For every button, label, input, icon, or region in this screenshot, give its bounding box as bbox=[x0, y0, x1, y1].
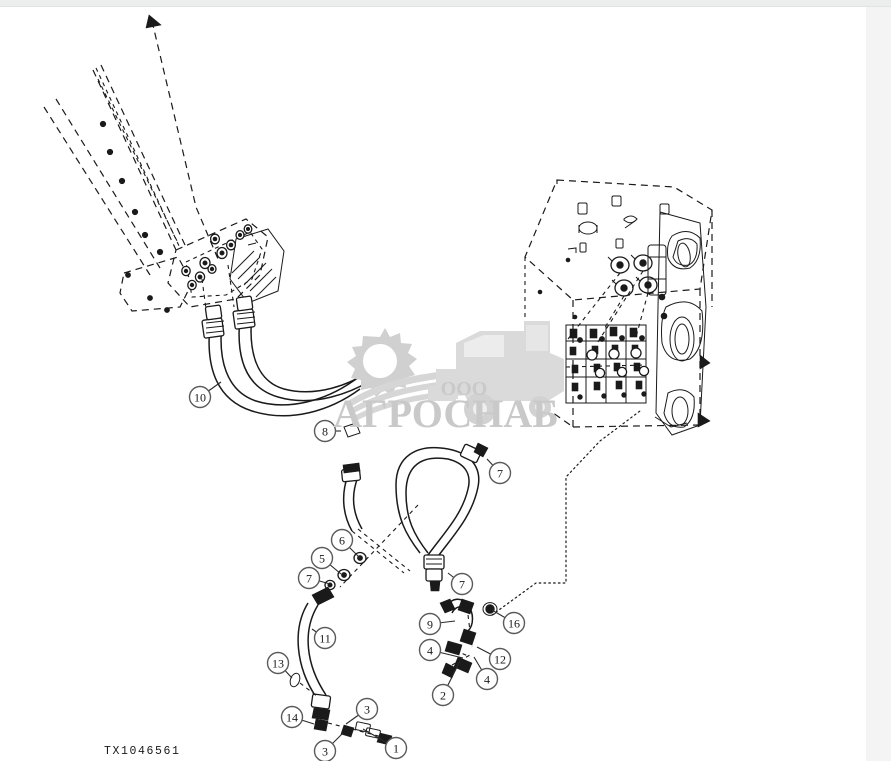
callout-9[interactable]: 9 bbox=[418, 612, 456, 636]
callout-bubble[interactable] bbox=[384, 736, 408, 760]
leader-to-valve-block bbox=[491, 410, 641, 616]
lower-right-fitting-cluster bbox=[439, 598, 498, 679]
callout-3[interactable]: 3 bbox=[313, 732, 344, 761]
left-curved-hose bbox=[297, 462, 419, 721]
callout-number: 7 bbox=[497, 467, 503, 481]
callout-7[interactable]: 7 bbox=[297, 566, 331, 590]
callout-number: 3 bbox=[322, 745, 328, 759]
callout-14[interactable]: 14 bbox=[280, 705, 315, 729]
callout-bubble[interactable] bbox=[450, 572, 474, 596]
callout-number: 7 bbox=[459, 578, 465, 592]
callout-4[interactable]: 4 bbox=[418, 638, 464, 662]
callout-bubble[interactable] bbox=[475, 667, 499, 691]
part-number-label: TX1046561 bbox=[104, 745, 181, 758]
callout-10[interactable]: 10 bbox=[188, 381, 222, 409]
callout-number: 10 bbox=[194, 391, 206, 405]
callout-11[interactable]: 11 bbox=[311, 626, 337, 650]
callout-bubble[interactable] bbox=[266, 651, 290, 675]
hose-end-fitting-2 bbox=[232, 295, 256, 330]
port-fittings bbox=[607, 254, 658, 297]
callout-number: 4 bbox=[427, 644, 433, 658]
callout-5[interactable]: 5 bbox=[310, 546, 342, 575]
callout-bubble[interactable] bbox=[313, 739, 337, 761]
callout-bubble[interactable] bbox=[418, 612, 442, 636]
callout-13[interactable]: 13 bbox=[266, 651, 293, 679]
callout-7[interactable]: 7 bbox=[447, 572, 474, 596]
callout-number: 16 bbox=[508, 617, 520, 631]
callout-bubble[interactable] bbox=[188, 385, 212, 409]
callout-8[interactable]: 8 bbox=[313, 419, 342, 443]
callout-bubble[interactable] bbox=[355, 697, 379, 721]
callout-2[interactable]: 2 bbox=[431, 660, 461, 707]
callout-12[interactable]: 12 bbox=[476, 646, 512, 671]
callout-number: 13 bbox=[272, 657, 284, 671]
callout-bubble[interactable] bbox=[297, 566, 321, 590]
callout-bubble[interactable] bbox=[313, 419, 337, 443]
hose-end-fitting-right bbox=[459, 442, 489, 464]
callout-number: 2 bbox=[440, 689, 446, 703]
callout-4[interactable]: 4 bbox=[473, 656, 499, 691]
callout-number: 6 bbox=[339, 534, 345, 548]
plate-fittings bbox=[181, 224, 253, 291]
lower-hose-end bbox=[310, 693, 332, 721]
callout-number: 5 bbox=[319, 552, 325, 566]
callout-bubble[interactable] bbox=[330, 528, 354, 552]
callout-bubble[interactable] bbox=[280, 705, 304, 729]
upper-left-boom-assembly bbox=[43, 14, 285, 313]
callout-7[interactable]: 7 bbox=[486, 458, 512, 485]
callout-number: 1 bbox=[393, 742, 399, 756]
callout-bubble[interactable] bbox=[488, 461, 512, 485]
hose-coupling bbox=[423, 554, 445, 592]
callout-number: 4 bbox=[484, 673, 490, 687]
callout-bubble[interactable] bbox=[431, 683, 455, 707]
valve-block-manifold bbox=[524, 179, 713, 436]
bottom-fitting-cluster bbox=[289, 672, 393, 746]
valve-spool-bank bbox=[565, 324, 650, 404]
callout-bubble[interactable] bbox=[310, 546, 334, 570]
callout-number: 7 bbox=[306, 572, 312, 586]
callout-number: 11 bbox=[319, 632, 331, 646]
right-gutter-panel[interactable] bbox=[866, 7, 891, 761]
callout-6[interactable]: 6 bbox=[330, 528, 361, 559]
callout-number: 14 bbox=[286, 711, 298, 725]
callout-bubble[interactable] bbox=[502, 611, 526, 635]
callout-number: 3 bbox=[364, 703, 370, 717]
callout-number: 12 bbox=[494, 653, 506, 667]
callout-number: 9 bbox=[427, 618, 433, 632]
callout-16[interactable]: 16 bbox=[491, 609, 526, 635]
callout-bubble[interactable] bbox=[418, 638, 442, 662]
center-hose-run bbox=[395, 442, 489, 592]
hose-end-fitting bbox=[201, 304, 225, 339]
callout-1[interactable]: 1 bbox=[362, 728, 408, 760]
callout-3[interactable]: 3 bbox=[345, 697, 379, 725]
callout-bubble[interactable] bbox=[488, 647, 512, 671]
callout-bubble[interactable] bbox=[313, 626, 337, 650]
top-scroll-strip bbox=[0, 0, 891, 7]
upper-hose-pair bbox=[201, 295, 383, 417]
callout-number: 8 bbox=[322, 425, 328, 439]
fitting-near-8 bbox=[343, 422, 361, 438]
